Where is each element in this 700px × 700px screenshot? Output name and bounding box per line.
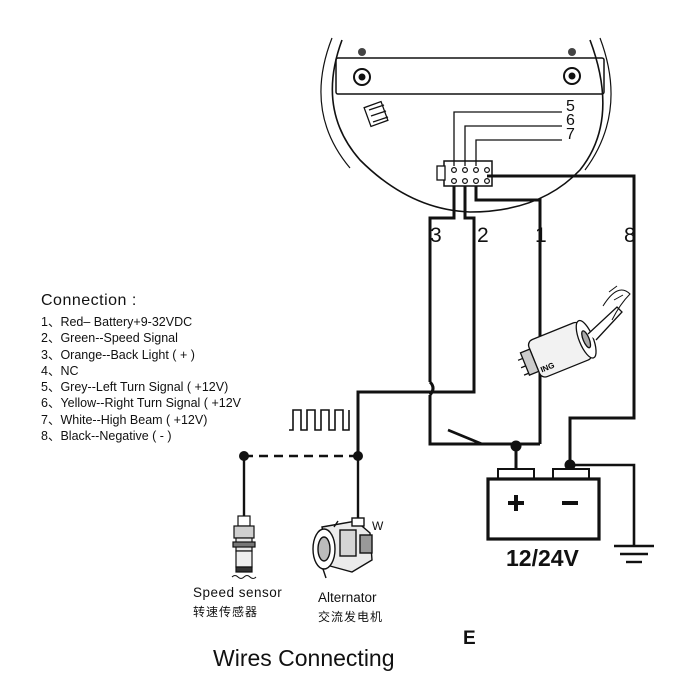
wire-1 bbox=[474, 186, 542, 444]
wire-3-lower bbox=[428, 395, 482, 446]
wire-2 bbox=[356, 186, 476, 456]
connection-item: 7、White--High Beam ( +12V) bbox=[41, 412, 208, 427]
connection-item: 1、Red– Battery+9-32VDC bbox=[41, 315, 193, 329]
connection-list: 1、Red– Battery+9-32VDC 2、Green--Speed Si… bbox=[41, 314, 241, 444]
pin-label-6: 6 bbox=[566, 112, 575, 129]
pin-leader-lines bbox=[453, 111, 562, 166]
wire-number-2: 2 bbox=[477, 224, 489, 247]
mounting-bolt-left bbox=[353, 68, 371, 86]
battery-voltage-label: 12/24V bbox=[506, 545, 579, 571]
screw-hole-right bbox=[568, 48, 576, 56]
alternator-terminal-label: W bbox=[372, 519, 384, 533]
junction-battery-plus bbox=[510, 440, 522, 452]
connection-item: 6、Yellow--Right Turn Signal ( +12V bbox=[41, 396, 241, 411]
connection-item: 5、Grey--Left Turn Signal ( +12V) bbox=[41, 380, 229, 395]
battery-icon bbox=[486, 468, 601, 541]
corner-letter: E bbox=[463, 628, 476, 649]
ignition-switch-blade bbox=[447, 428, 483, 446]
junction-battery-minus bbox=[564, 459, 576, 471]
wire-number-8: 8 bbox=[624, 224, 636, 247]
sensor-link bbox=[239, 451, 363, 518]
wire-3-crossing bbox=[428, 380, 435, 396]
connection-title: Connection : bbox=[41, 292, 137, 309]
alternator-label-cn: 交流发电机 bbox=[318, 610, 384, 624]
mounting-bolt-right bbox=[563, 67, 581, 85]
ignition-key-icon bbox=[517, 285, 631, 378]
wire-ground bbox=[570, 463, 636, 546]
connection-item: 8、Black--Negative ( - ) bbox=[41, 429, 172, 444]
diagram-footer-title: Wires Connecting bbox=[213, 645, 395, 671]
pulse-signal-icon bbox=[289, 409, 350, 431]
wire-8 bbox=[487, 174, 636, 465]
alternator-label: Alternator bbox=[318, 590, 377, 605]
connector-block bbox=[436, 160, 493, 187]
wire-number-3: 3 bbox=[430, 224, 442, 247]
wire-3 bbox=[428, 186, 456, 382]
alternator-icon bbox=[312, 517, 373, 579]
pin-label-5: 5 bbox=[566, 98, 575, 115]
wire-number-1: 1 bbox=[535, 224, 547, 247]
bulb-socket-icon bbox=[363, 100, 389, 128]
connection-item: 4、NC bbox=[41, 363, 79, 378]
pin-label-7: 7 bbox=[566, 126, 575, 143]
wires bbox=[356, 174, 636, 546]
screw-hole-left bbox=[358, 48, 366, 56]
connection-item: 3、Orange--Back Light ( + ) bbox=[41, 347, 195, 362]
ground-icon bbox=[614, 544, 654, 564]
speed-sensor-label: Speed sensor bbox=[193, 585, 283, 600]
connection-item: 2、Green--Speed Signal bbox=[41, 331, 178, 346]
speed-sensor-label-cn: 转速传感器 bbox=[193, 605, 259, 619]
speed-sensor-icon bbox=[231, 515, 257, 579]
gauge-housing bbox=[320, 37, 612, 213]
